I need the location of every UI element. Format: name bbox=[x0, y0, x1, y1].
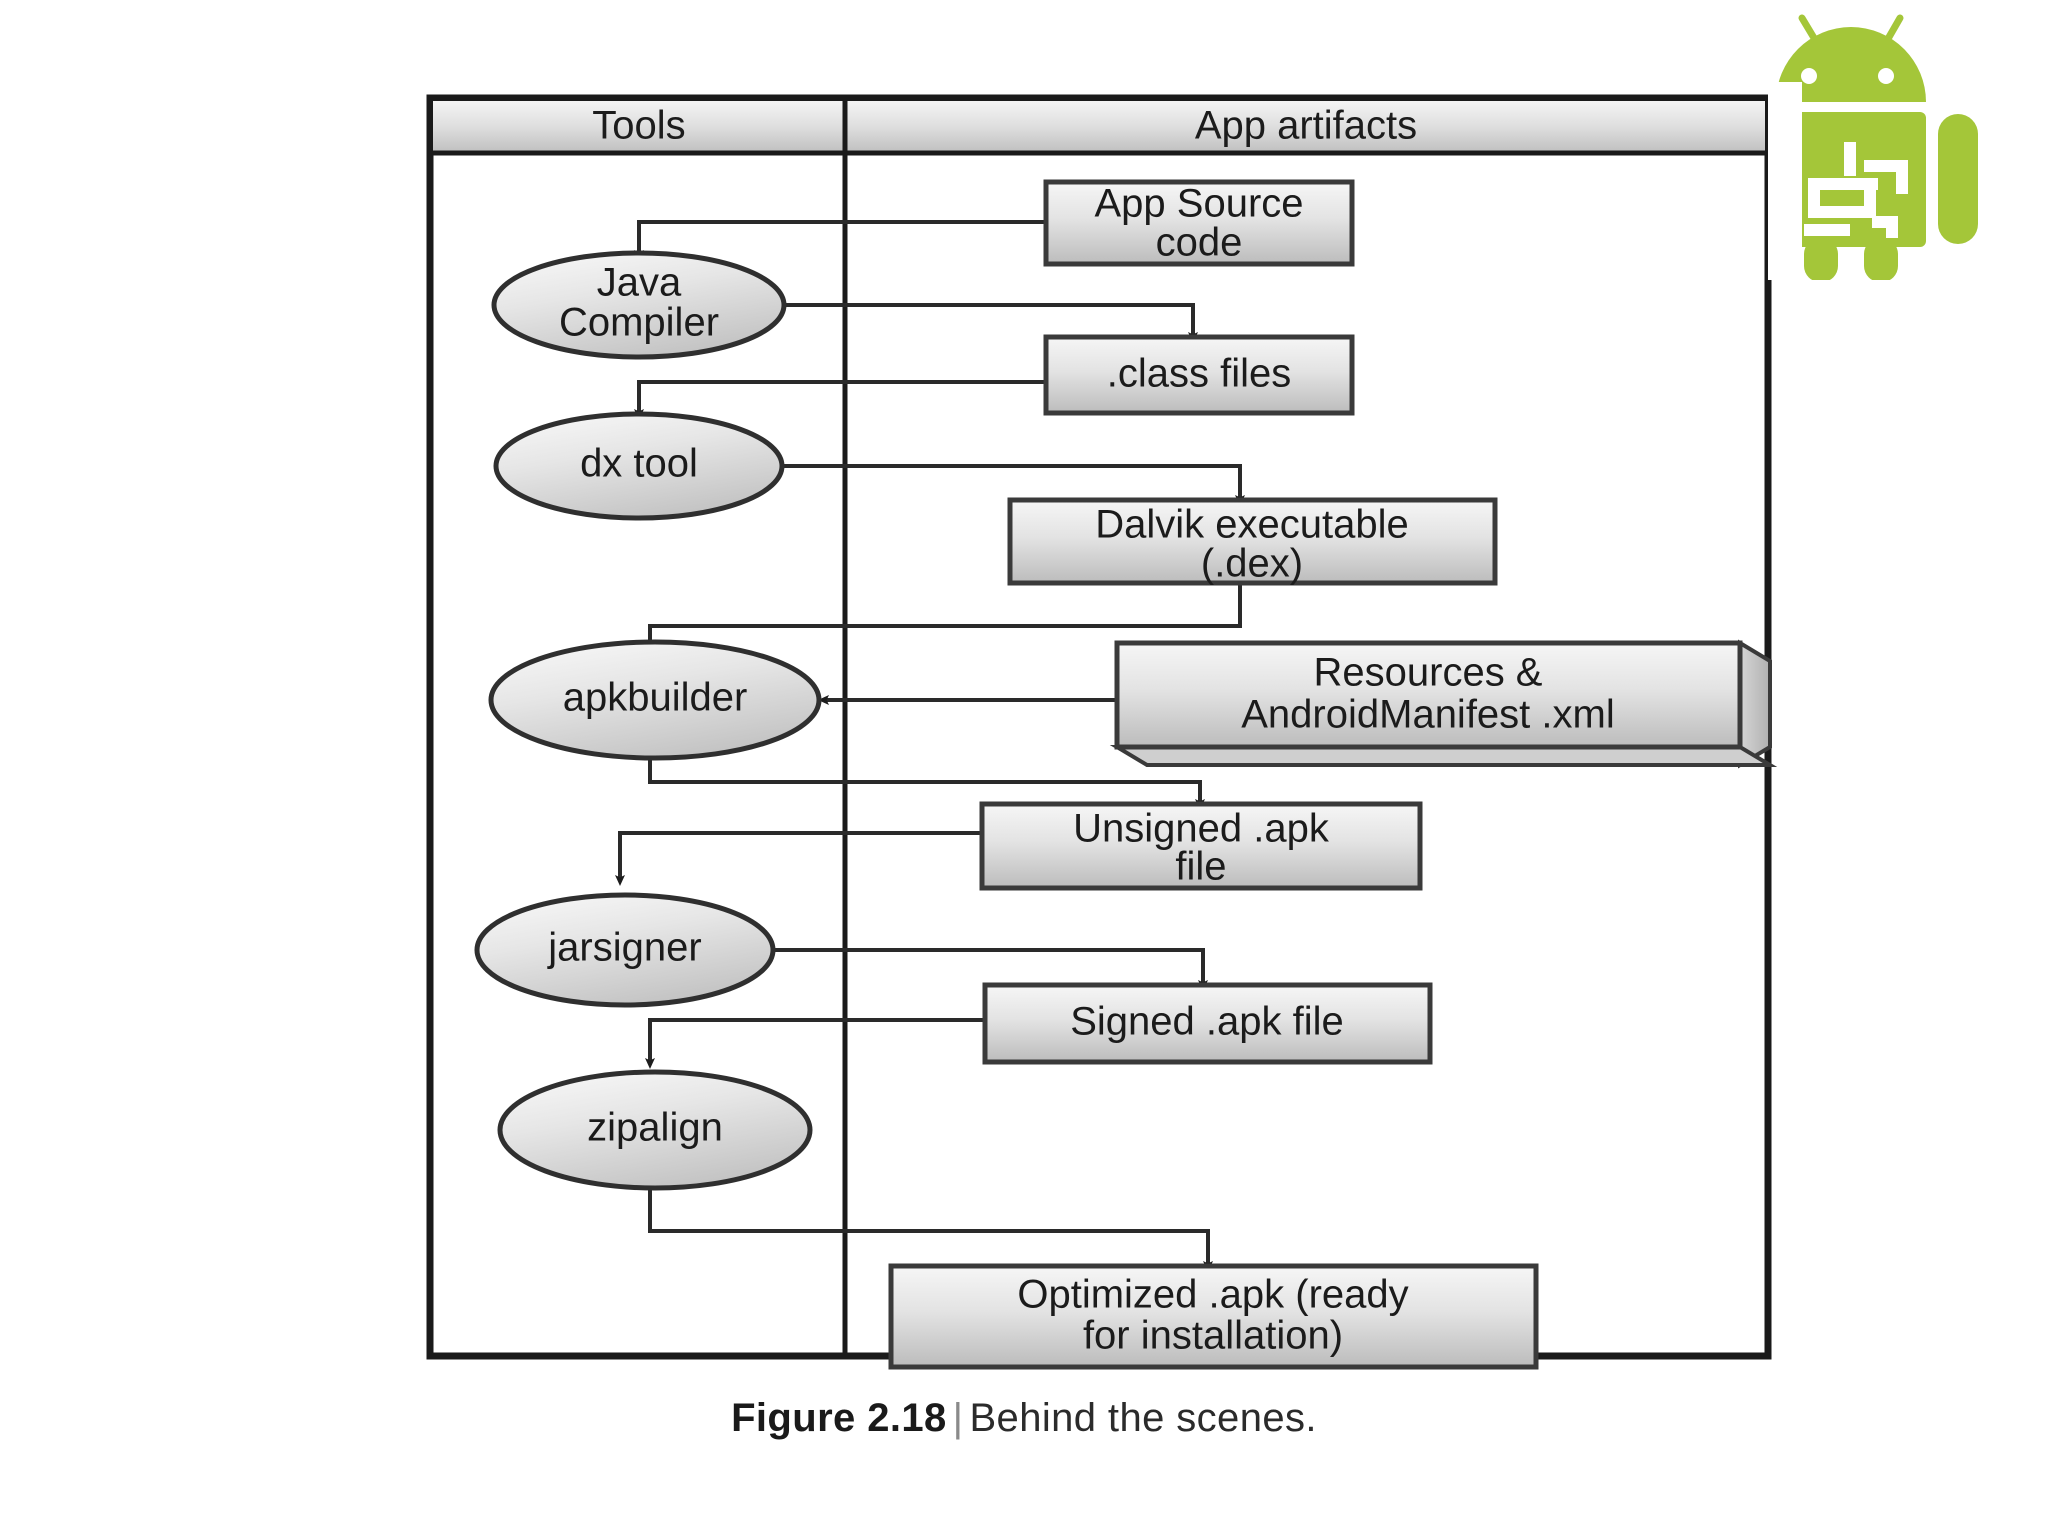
android-arm-right bbox=[1938, 114, 1978, 244]
android-eye-left bbox=[1801, 68, 1817, 84]
resources-manifest-box bbox=[1114, 640, 1743, 750]
connector-unsigned-to-jarsigner bbox=[615, 831, 982, 886]
android-leg-right bbox=[1864, 238, 1898, 280]
node-resources-manifest[interactable]: Resources & AndroidManifest .xml bbox=[1109, 639, 1778, 769]
connector-jarsigner-to-signed bbox=[765, 948, 1208, 991]
unsigned-apk-box bbox=[979, 801, 1423, 891]
app-source-code-box bbox=[1043, 179, 1355, 267]
connector-signed-to-zipalign bbox=[645, 1018, 985, 1069]
figure-caption-text: Behind the scenes. bbox=[969, 1396, 1317, 1440]
dx-tool-label: dx tool bbox=[580, 442, 698, 486]
node-apkbuilder[interactable]: apkbuilder bbox=[488, 639, 822, 761]
android-leg-left bbox=[1804, 238, 1838, 280]
jarsigner-label: jarsigner bbox=[547, 926, 701, 970]
zipalign-ellipse bbox=[497, 1069, 813, 1191]
node-optimized-apk[interactable]: Optimized .apk (ready for installation) bbox=[888, 1263, 1539, 1370]
optimized-apk-label-line1: Optimized .apk (ready bbox=[1017, 1273, 1408, 1317]
connector-zipalign-to-optimized bbox=[648, 1188, 1213, 1272]
dalvik-executable-box bbox=[1007, 497, 1498, 586]
jarsigner-ellipse bbox=[474, 892, 776, 1008]
connector-source-to-javac bbox=[634, 220, 1046, 261]
java-compiler-ellipse bbox=[491, 250, 787, 360]
class-files-label: .class files bbox=[1107, 352, 1292, 396]
app-source-code-label-line1: App Source bbox=[1094, 182, 1303, 226]
dalvik-executable-label-line1: Dalvik executable bbox=[1095, 503, 1409, 547]
apkbuilder-label: apkbuilder bbox=[563, 676, 748, 720]
header-band bbox=[433, 101, 1765, 153]
zipalign-label: zipalign bbox=[587, 1106, 723, 1150]
figure-caption: Figure 2.18|Behind the scenes. bbox=[0, 1396, 2048, 1441]
figure-number: Figure 2.18 bbox=[731, 1396, 947, 1440]
unsigned-apk-label-line1: Unsigned .apk bbox=[1073, 807, 1330, 851]
optimized-apk-box bbox=[888, 1263, 1539, 1370]
android-logo-cutouts bbox=[1768, 82, 1926, 280]
java-compiler-label-line2: Compiler bbox=[559, 301, 719, 345]
signed-apk-box bbox=[982, 982, 1433, 1065]
node-zipalign[interactable]: zipalign bbox=[497, 1069, 813, 1191]
node-class-files[interactable]: .class files bbox=[1043, 334, 1355, 416]
connector-dx-to-dex bbox=[780, 464, 1245, 506]
node-app-source-code[interactable]: App Source code bbox=[1043, 179, 1355, 267]
class-files-box bbox=[1043, 334, 1355, 416]
connector-layer bbox=[615, 220, 1245, 1272]
apkbuilder-ellipse bbox=[488, 639, 822, 761]
dx-tool-ellipse bbox=[493, 411, 785, 521]
figure-caption-separator: | bbox=[952, 1396, 964, 1440]
optimized-apk-label-line2: for installation) bbox=[1083, 1314, 1343, 1358]
unsigned-apk-label-line2: file bbox=[1175, 845, 1226, 889]
connector-apkbuilder-to-unsigned bbox=[648, 748, 1205, 810]
node-dalvik-executable[interactable]: Dalvik executable (.dex) bbox=[1007, 497, 1498, 586]
column-header-tools: Tools bbox=[592, 104, 685, 148]
connector-class-to-dx bbox=[634, 380, 1046, 420]
android-robot-logo bbox=[1768, 14, 1978, 280]
node-signed-apk[interactable]: Signed .apk file bbox=[982, 982, 1433, 1065]
node-unsigned-apk[interactable]: Unsigned .apk file bbox=[979, 801, 1423, 891]
node-jarsigner[interactable]: jarsigner bbox=[474, 892, 776, 1008]
connector-javac-to-class bbox=[784, 303, 1198, 343]
node-dx-tool[interactable]: dx tool bbox=[493, 411, 785, 521]
java-compiler-label-line1: Java bbox=[597, 261, 682, 305]
node-java-compiler[interactable]: Java Compiler bbox=[491, 250, 787, 360]
app-source-code-label-line2: code bbox=[1156, 221, 1243, 265]
resources-manifest-side-face bbox=[1738, 639, 1772, 769]
signed-apk-label: Signed .apk file bbox=[1070, 1000, 1344, 1044]
dalvik-executable-label-line2: (.dex) bbox=[1201, 542, 1303, 586]
resources-manifest-label-line2: AndroidManifest .xml bbox=[1241, 693, 1614, 737]
android-eye-right bbox=[1878, 68, 1894, 84]
column-header-app-artifacts: App artifacts bbox=[1195, 104, 1417, 148]
resources-manifest-label-line1: Resources & bbox=[1314, 651, 1543, 695]
resources-manifest-bottom-face bbox=[1109, 745, 1778, 767]
